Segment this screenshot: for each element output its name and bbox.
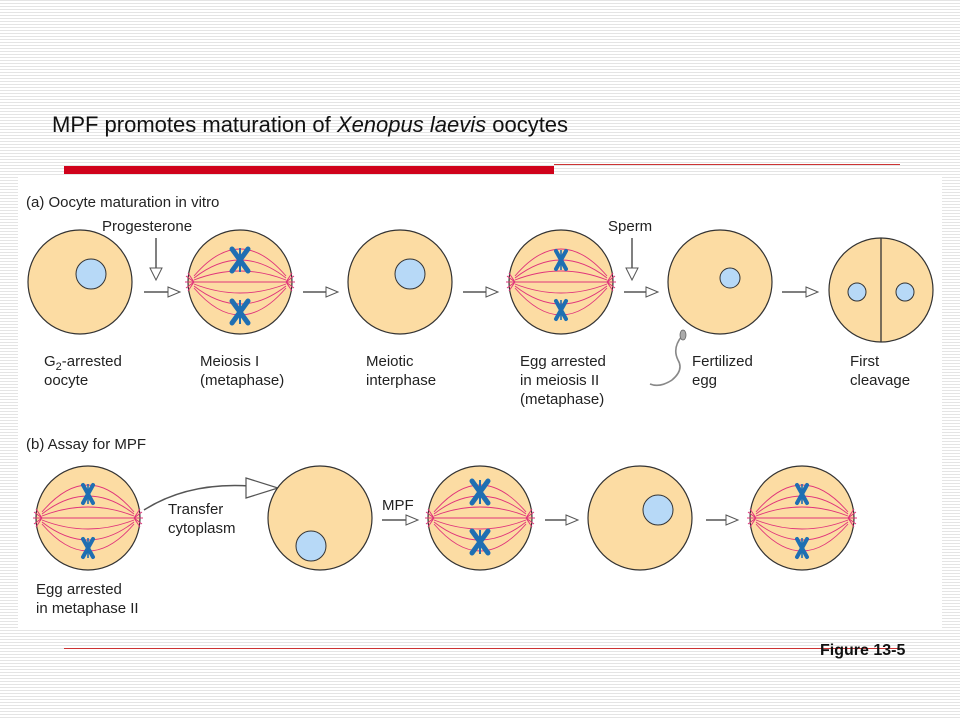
fertilized-egg-label-line2: egg — [692, 372, 717, 389]
sperm-label: Sperm — [608, 218, 652, 235]
arrow-a4 — [624, 286, 660, 298]
transfer-label: Transfer — [168, 501, 223, 518]
donor-egg — [32, 465, 144, 571]
arrow-b2 — [545, 514, 580, 526]
title-underline-thin — [554, 164, 900, 165]
meiotic-interphase-label-line2: interphase — [366, 372, 436, 389]
arrow-b1 — [382, 514, 420, 526]
donor-egg-label-line2: in metaphase II — [36, 600, 139, 617]
arrow-a1 — [144, 286, 182, 298]
panel-b-heading: (b) Assay for MPF — [26, 436, 146, 453]
meiosis-ii-label-line2: in meiosis II — [520, 372, 599, 389]
meiosis-ii-label: Egg arrested — [520, 353, 606, 370]
arrow-b3 — [706, 514, 740, 526]
mpf-diagram: (a) Oocyte maturation in vitro G2-arrest… — [26, 194, 934, 617]
meiotic-interphase-cell — [347, 229, 453, 335]
meiosis-ii-egg — [505, 229, 617, 335]
fertilized-egg-label: Fertilized — [692, 353, 753, 370]
induced-meiosis-cell — [424, 465, 536, 571]
sperm-cell — [649, 329, 687, 387]
fertilized-egg — [667, 229, 773, 335]
recipient-oocyte — [267, 465, 373, 571]
figure-panel: (a) Oocyte maturation in vitro G2-arrest… — [18, 176, 942, 630]
mpf-label: MPF — [382, 497, 414, 514]
footer-rule — [64, 648, 900, 649]
induced-meiosis-ii-cell — [746, 465, 858, 571]
g2-oocyte — [27, 229, 133, 335]
meiosis-ii-label-line3: (metaphase) — [520, 391, 604, 408]
figure-label: Figure 13-5 — [820, 642, 906, 659]
arrow-a2 — [303, 286, 340, 298]
slide-title: MPF promotes maturation of Xenopus laevi… — [52, 112, 569, 137]
g2-oocyte-label: G2-arrested — [44, 353, 122, 373]
meiosis-i-label-line2: (metaphase) — [200, 372, 284, 389]
first-cleavage-label-line2: cleavage — [850, 372, 910, 389]
meiosis-i-cell — [184, 229, 296, 335]
arrow-a3 — [463, 286, 500, 298]
panel-a-heading: (a) Oocyte maturation in vitro — [26, 194, 219, 211]
transfer-arrow — [143, 477, 281, 511]
first-cleavage-label: First — [850, 353, 880, 370]
induced-interphase-cell — [587, 465, 693, 571]
meiosis-i-label: Meiosis I — [200, 353, 259, 370]
donor-egg-label: Egg arrested — [36, 581, 122, 598]
sperm-arrow — [625, 238, 639, 282]
progesterone-label: Progesterone — [102, 218, 192, 235]
transfer-label-line2: cytoplasm — [168, 520, 236, 537]
meiotic-interphase-label: Meiotic — [366, 353, 414, 370]
first-cleavage-embryo — [828, 237, 934, 343]
progesterone-arrow — [149, 238, 163, 282]
arrow-a5 — [782, 286, 820, 298]
g2-oocyte-label-line2: oocyte — [44, 372, 88, 389]
title-underline-thick — [64, 166, 554, 174]
